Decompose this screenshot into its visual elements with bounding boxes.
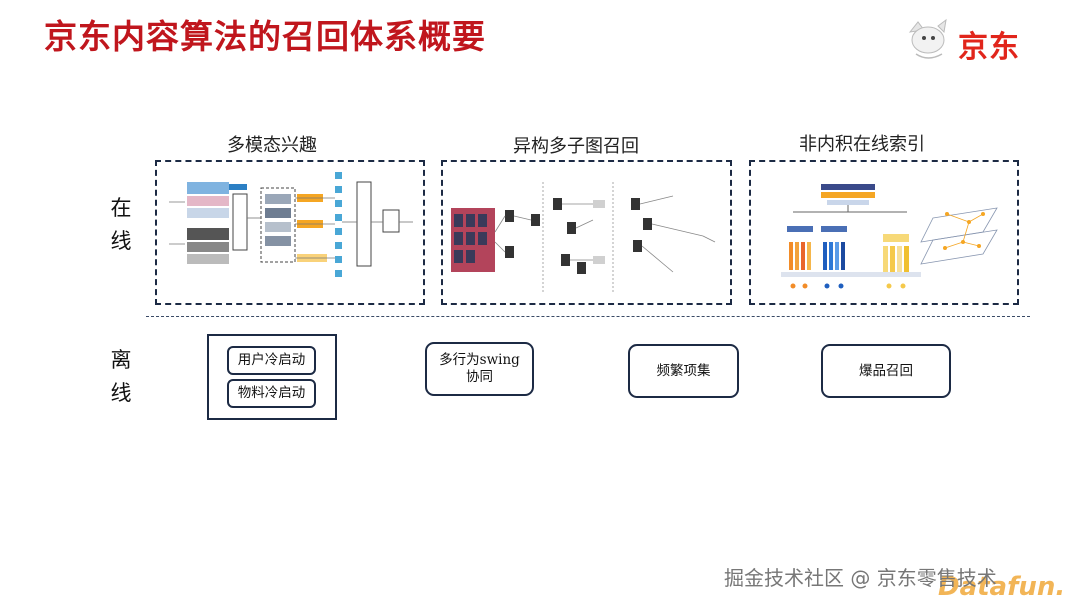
item-cold-start-box[interactable]: 物料冷启动 (227, 379, 316, 408)
panel-title-multimodal: 多模态兴趣 (227, 135, 317, 156)
section-divider (146, 316, 1030, 317)
jd-dog-icon (908, 18, 947, 59)
panel-index (749, 160, 1019, 305)
offline-label: 离线 (110, 348, 132, 405)
panel-subgraph (441, 160, 732, 305)
user-cold-start-box[interactable]: 用户冷启动 (227, 346, 316, 375)
index-diagram (781, 184, 998, 289)
cold-start-group (207, 334, 337, 420)
watermark-script: Datafun. (938, 572, 1066, 602)
subgraph-diagram (451, 182, 716, 292)
swing-box[interactable]: 多行为swing 协同 (425, 342, 534, 396)
swing-box-line1: 多行为swing (439, 352, 520, 368)
multimodal-diagram (169, 172, 413, 277)
logo-text: 京东 (958, 30, 1020, 65)
panel-title-index: 非内积在线索引 (799, 134, 925, 155)
page-title: 京东内容算法的召回体系概要 (44, 17, 486, 56)
panel-title-subgraph: 异构多子图召回 (513, 136, 639, 157)
panel-multimodal (155, 160, 425, 305)
jd-logo (902, 14, 1032, 64)
swing-box-line2: 协同 (466, 369, 493, 385)
watermark-text: 掘金技术社区 @ 京东零售技术 (724, 566, 997, 590)
frequent-itemset-box[interactable]: 频繁项集 (628, 344, 739, 398)
online-label: 在线 (110, 196, 132, 253)
hot-item-recall-box[interactable]: 爆品召回 (821, 344, 951, 398)
